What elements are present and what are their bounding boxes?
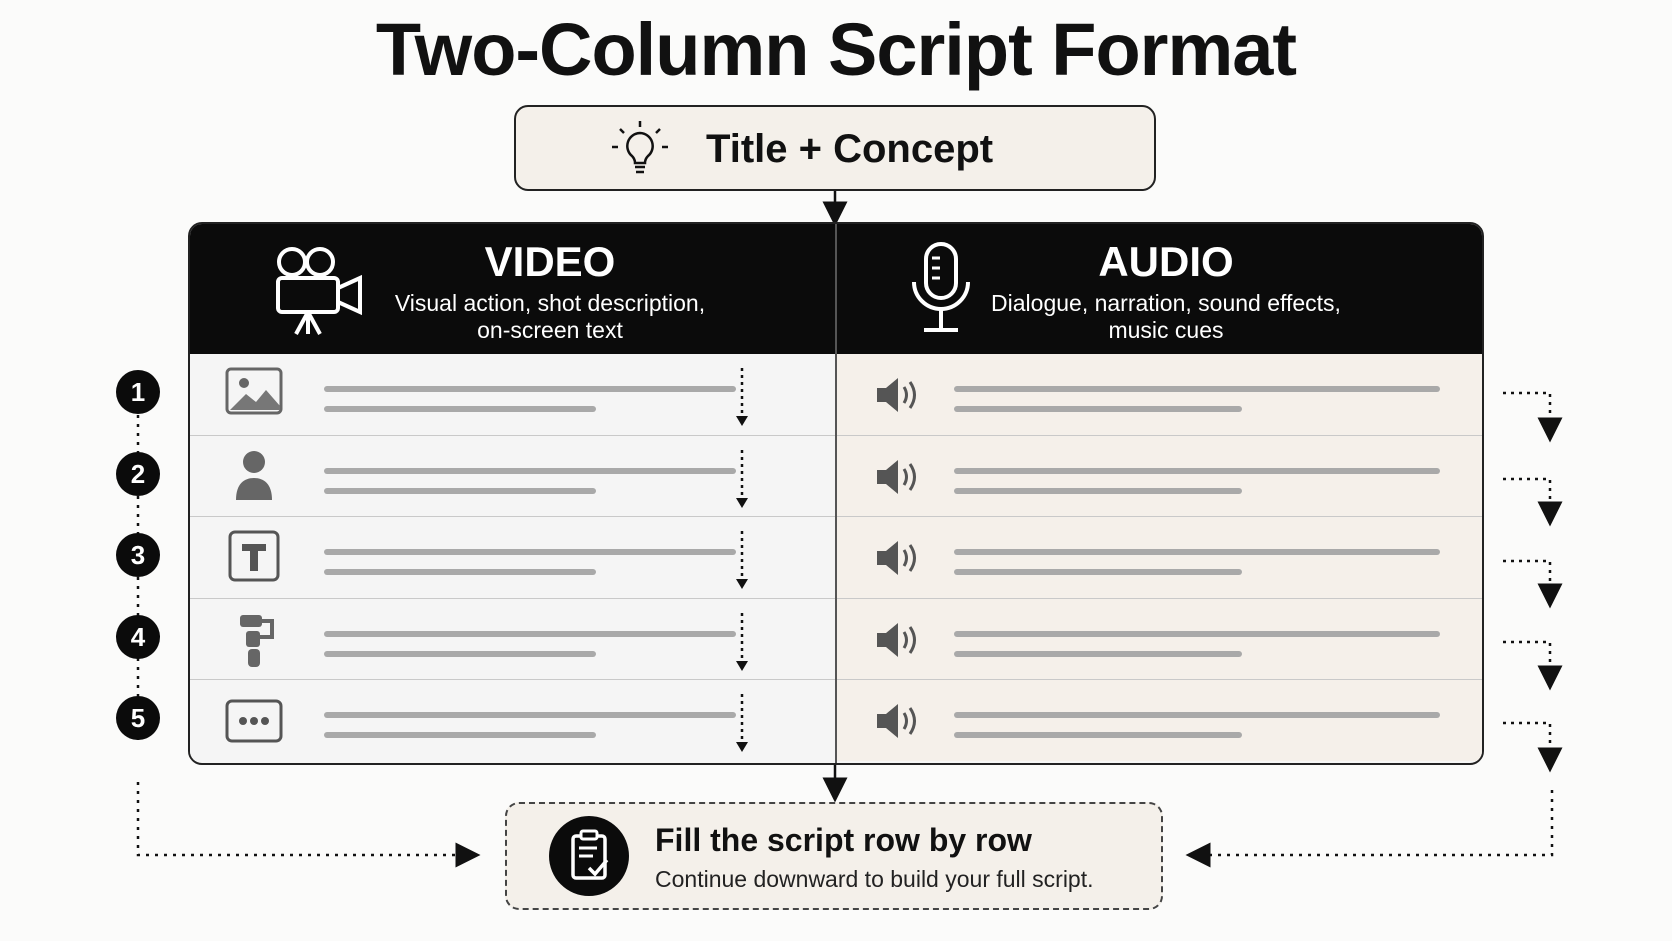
step-number: 1 [116, 370, 160, 414]
text-line [954, 487, 1242, 494]
text-line [324, 650, 596, 657]
script-table: VIDEO Visual action, shot description, o… [188, 222, 1484, 765]
table-row [190, 598, 1482, 682]
audio-header: AUDIO Dialogue, narration, sound effects… [836, 224, 1482, 354]
down-arrow-icon [736, 612, 748, 671]
text-line [954, 467, 1440, 474]
video-cell [190, 680, 836, 762]
down-arrow-icon [736, 449, 748, 508]
more-icon [224, 698, 284, 749]
table-row [190, 435, 1482, 519]
speaker-icon [874, 701, 922, 746]
speaker-icon [874, 375, 922, 420]
text-line [324, 406, 596, 412]
down-arrow-icon [736, 694, 748, 753]
audio-subtitle-2: music cues [1108, 317, 1224, 343]
person-icon [224, 448, 284, 509]
text-icon [224, 529, 284, 590]
video-subtitle-1: Visual action, shot description, [394, 290, 706, 316]
fill-instruction-box: Fill the script row by row Continue down… [505, 802, 1163, 910]
video-cell [190, 517, 836, 599]
speaker-icon [874, 538, 922, 583]
text-line [954, 712, 1440, 719]
text-line [954, 549, 1440, 556]
video-cell [190, 598, 836, 680]
text-line [954, 386, 1440, 392]
text-line [324, 487, 596, 494]
text-line [954, 406, 1242, 412]
table-row [190, 354, 1482, 437]
audio-cell [836, 435, 1482, 517]
text-line [324, 712, 736, 719]
video-cell [190, 354, 836, 435]
left-dotted-arrow [136, 782, 481, 868]
text-line [324, 549, 736, 556]
concept-label: Title + Concept [706, 127, 994, 171]
text-line [324, 467, 736, 474]
step-number: 3 [116, 533, 160, 578]
text-line [954, 630, 1440, 637]
text-line [954, 569, 1242, 576]
text-line [324, 630, 736, 637]
right-row-arrows [1503, 391, 1563, 773]
audio-subtitle-1: Dialogue, narration, sound effects, [991, 290, 1341, 316]
text-line [324, 386, 736, 392]
speaker-icon [874, 620, 922, 665]
audio-cell [836, 680, 1482, 762]
down-arrow-icon [736, 531, 748, 590]
image-icon [224, 366, 284, 421]
microphone-icon [912, 242, 970, 332]
video-title: VIDEO [484, 238, 616, 285]
table-row [190, 517, 1482, 600]
step-number: 2 [116, 451, 160, 496]
right-dotted-arrow [1185, 790, 1554, 868]
text-line [954, 650, 1242, 657]
text-line [324, 732, 596, 739]
video-subtitle-2: on-screen text [477, 317, 623, 343]
video-header: VIDEO Visual action, shot description, o… [190, 224, 836, 354]
film-camera-icon [276, 247, 362, 335]
step-number: 4 [116, 614, 160, 659]
lightbulb-icon [612, 121, 668, 174]
fill-subtitle: Continue downward to build your full scr… [655, 866, 1094, 892]
gimbal-icon [224, 611, 284, 676]
speaker-icon [874, 457, 922, 502]
text-line [954, 732, 1242, 739]
page-title: Two-Column Script Format [375, 8, 1297, 91]
step-number: 5 [116, 696, 160, 741]
table-row [190, 680, 1482, 762]
column-divider [835, 224, 837, 763]
down-arrow-icon [736, 368, 748, 426]
audio-title: AUDIO [1098, 238, 1234, 285]
text-line [324, 569, 596, 576]
clipboard-check-icon [549, 816, 629, 896]
audio-cell [836, 598, 1482, 680]
video-cell [190, 435, 836, 517]
audio-cell [836, 517, 1482, 599]
audio-cell [836, 354, 1482, 435]
concept-box: Title + Concept [514, 105, 1156, 191]
fill-title: Fill the script row by row [655, 822, 1032, 858]
